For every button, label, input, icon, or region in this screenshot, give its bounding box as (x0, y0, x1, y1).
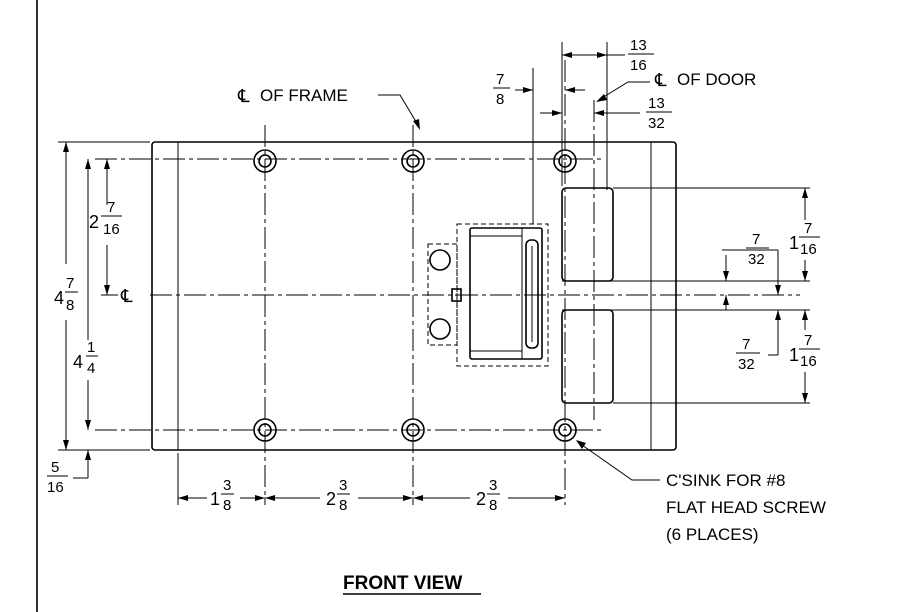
dim-1-7-16-bottom: 1 7 16 (789, 332, 820, 370)
frame-outline (151, 141, 677, 451)
svg-text:FLAT HEAD SCREW: FLAT HEAD SCREW (666, 498, 826, 517)
svg-text:(6 PLACES): (6 PLACES) (666, 525, 759, 544)
hole-bottom-left (253, 418, 277, 442)
door-panels (561, 187, 810, 404)
svg-text:16: 16 (800, 241, 817, 258)
svg-text:7: 7 (804, 332, 812, 349)
hole-bottom-right (553, 418, 577, 442)
svg-text:4: 4 (73, 352, 83, 372)
cl-door-symbol: ℄ (654, 70, 667, 90)
svg-text:5: 5 (51, 459, 59, 476)
extension-lines (58, 42, 608, 505)
cl-frame-label: OF FRAME (260, 86, 348, 105)
svg-text:13: 13 (630, 37, 647, 54)
countersink-holes (253, 149, 577, 442)
svg-text:4: 4 (87, 360, 95, 377)
cl-horizontal-symbol: ℄ (120, 286, 133, 306)
dim-7-8: 7 8 (493, 71, 510, 108)
svg-text:7: 7 (804, 220, 812, 237)
hole-top-left (253, 149, 277, 173)
dim-7-32-bottom: 7 32 (736, 336, 760, 373)
dim-1-3-8: 1 3 8 (210, 477, 234, 514)
svg-text:16: 16 (800, 353, 817, 370)
dim-4-1-4: 4 1 4 (73, 339, 98, 377)
dim-5-16: 5 16 (47, 459, 68, 496)
svg-text:16: 16 (103, 221, 120, 238)
dim-13-32: 13 32 (646, 95, 672, 132)
svg-text:2: 2 (89, 212, 99, 232)
svg-text:3: 3 (339, 477, 347, 494)
hole-top-right (553, 149, 577, 173)
svg-text:1: 1 (789, 345, 799, 365)
cl-door-label: OF DOOR (677, 70, 756, 89)
dim-2-3-8-right: 2 3 8 (476, 477, 500, 514)
leaders (101, 81, 660, 481)
svg-text:3: 3 (223, 477, 231, 494)
svg-text:7: 7 (752, 231, 760, 248)
svg-text:1: 1 (87, 339, 95, 356)
svg-text:13: 13 (648, 95, 665, 112)
svg-text:7: 7 (496, 71, 504, 88)
svg-text:8: 8 (496, 91, 504, 108)
dim-1-7-16-top: 1 7 16 (789, 220, 820, 258)
svg-text:7: 7 (742, 336, 750, 353)
dim-2-7-16: 2 7 16 (89, 199, 122, 238)
svg-text:16: 16 (630, 57, 647, 74)
dim-4-7-8: 4 7 8 (54, 275, 78, 314)
svg-text:4: 4 (54, 288, 64, 308)
dimension-lines (63, 52, 808, 501)
cl-frame-symbol: ℄ (237, 86, 250, 106)
svg-text:32: 32 (748, 251, 765, 268)
svg-text:C'SINK FOR #8: C'SINK FOR #8 (666, 471, 785, 490)
center-lines (95, 60, 800, 505)
svg-text:32: 32 (648, 115, 665, 132)
svg-text:8: 8 (339, 497, 347, 514)
view-title: FRONT VIEW (343, 573, 462, 594)
svg-text:8: 8 (223, 497, 231, 514)
svg-text:16: 16 (47, 479, 64, 496)
svg-text:7: 7 (107, 199, 115, 216)
svg-text:2: 2 (326, 489, 336, 509)
dim-2-3-8-left: 2 3 8 (326, 477, 350, 514)
hole-top-center (401, 149, 425, 173)
svg-text:8: 8 (66, 297, 74, 314)
svg-text:32: 32 (738, 356, 755, 373)
svg-text:8: 8 (489, 497, 497, 514)
dim-13-16: 13 16 (628, 37, 654, 74)
svg-text:1: 1 (210, 489, 220, 509)
countersink-note: C'SINK FOR #8 FLAT HEAD SCREW (6 PLACES) (666, 471, 826, 544)
svg-text:1: 1 (789, 233, 799, 253)
svg-text:7: 7 (66, 275, 74, 292)
svg-text:2: 2 (476, 489, 486, 509)
latch-assembly (427, 223, 549, 367)
svg-text:3: 3 (489, 477, 497, 494)
hole-bottom-center (401, 418, 425, 442)
dim-7-32-top: 7 32 (746, 231, 769, 268)
